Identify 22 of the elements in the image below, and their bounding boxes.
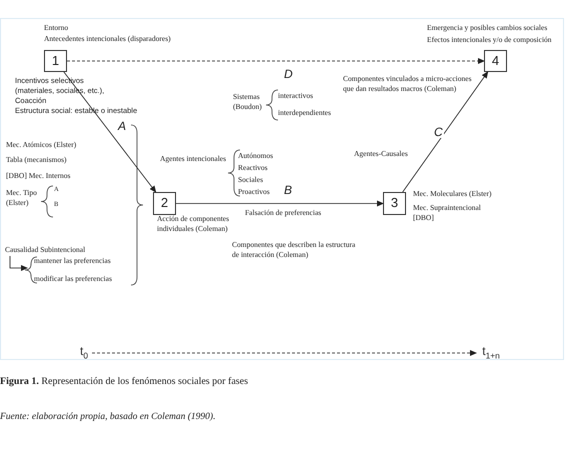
phase-number: 2 — [160, 196, 168, 211]
phase-box — [383, 192, 406, 215]
node-text: t$_{0}$ — [80, 345, 88, 361]
phase-box — [484, 50, 507, 72]
phase-box — [44, 50, 67, 72]
node-text: t$_{1+n}$ — [482, 345, 500, 361]
figure-caption: Figura 1. Representación de los fenómenos sociales por fases — [0, 376, 248, 387]
dashed-arrow — [66, 58, 485, 64]
edge-label: A — [117, 120, 128, 132]
phase-box — [153, 192, 176, 215]
arrow — [402, 71, 488, 192]
phase-number: 1 — [52, 54, 60, 68]
edge-label: B — [283, 184, 294, 196]
edge-label: C — [433, 126, 444, 138]
arrow — [64, 72, 156, 193]
phase-number: 3 — [390, 196, 398, 211]
dashed-arrow — [92, 350, 477, 356]
arrow — [176, 200, 384, 206]
source-note: Fuente: elaboración propia, basado en Coleman (1990). — [0, 411, 216, 424]
edge-label: D — [283, 68, 294, 80]
arrow — [10, 256, 28, 271]
phase-number: 4 — [492, 54, 500, 68]
